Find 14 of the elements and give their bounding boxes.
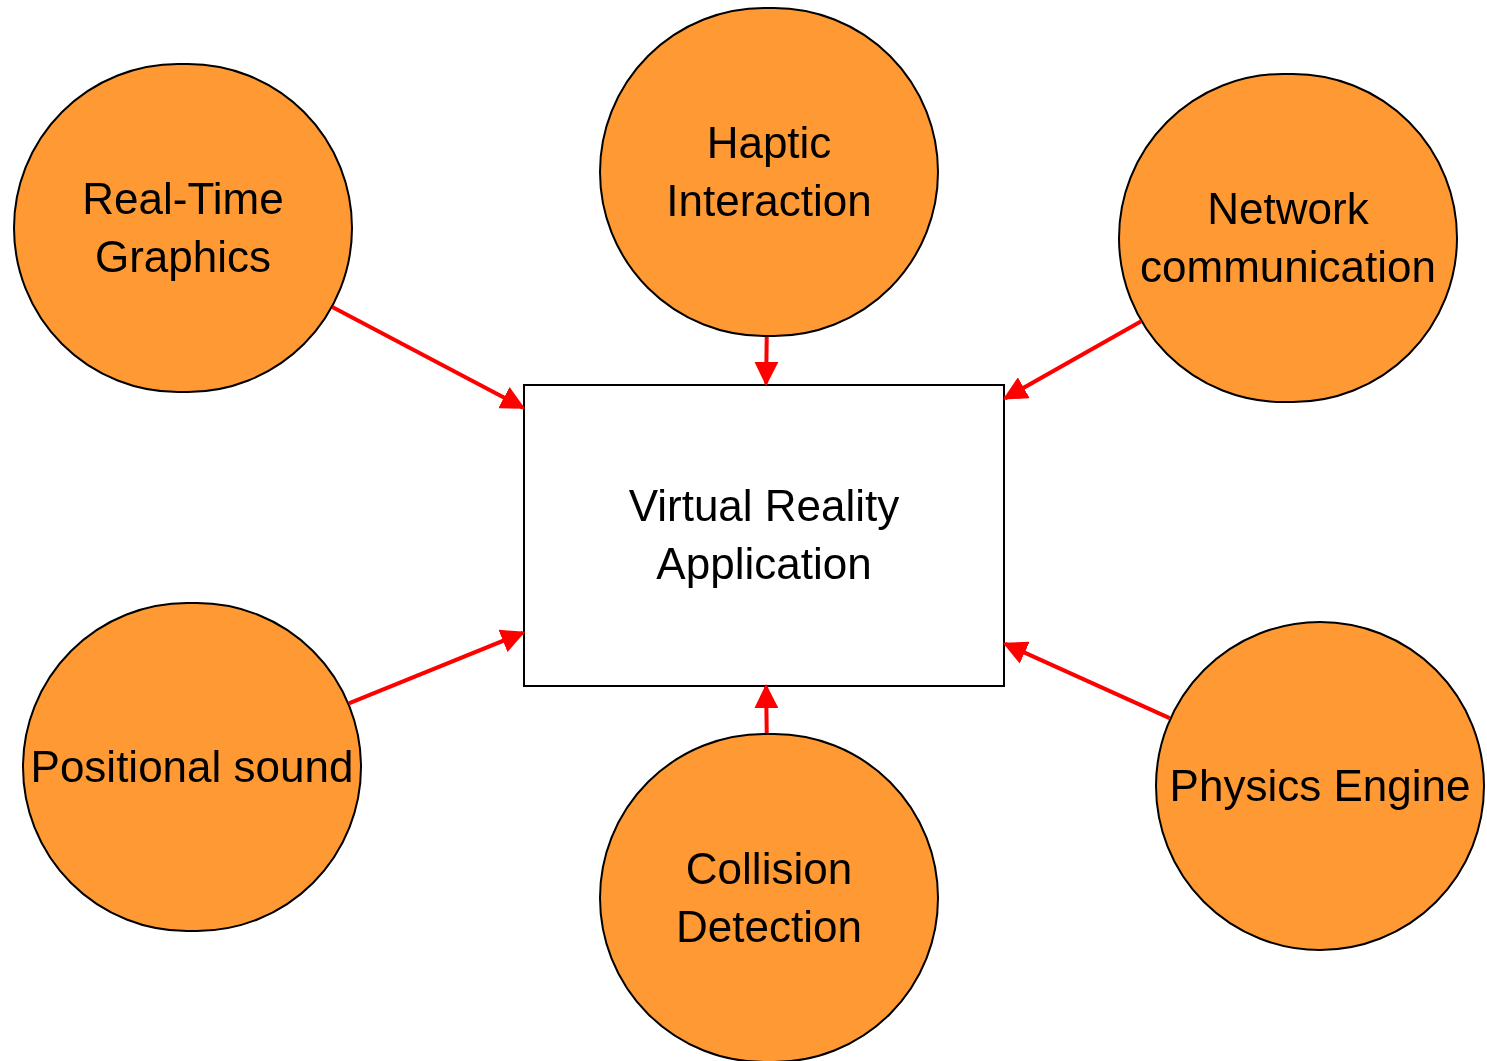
- arrow: [1002, 641, 1171, 720]
- node-label: Physics Engine: [1168, 760, 1472, 812]
- arrow: [331, 305, 526, 410]
- arrow: [754, 684, 779, 734]
- node-label: Collision Detection: [675, 843, 863, 953]
- node-label: Virtual Reality Application: [627, 480, 901, 590]
- node-label: Network communication: [1139, 183, 1437, 293]
- node-label: Positional sound: [29, 741, 355, 793]
- arrow: [754, 336, 779, 386]
- arrow: [348, 629, 526, 706]
- node-label: Haptic Interaction: [665, 117, 873, 227]
- arrow: [1002, 319, 1143, 401]
- node-label: Real-Time Graphics: [81, 173, 285, 283]
- application-box: [523, 383, 1005, 687]
